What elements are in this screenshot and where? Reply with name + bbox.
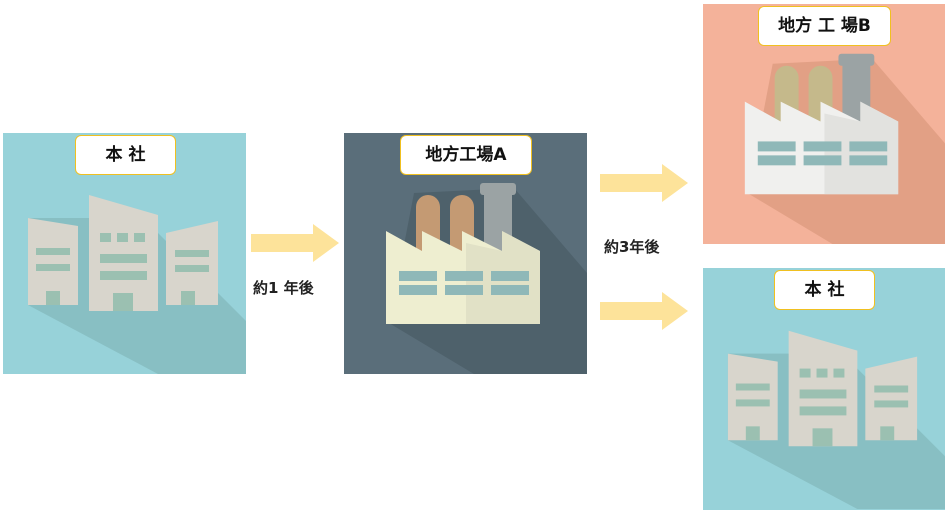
factory-icon [386, 183, 587, 374]
factory-a-label: 地方工場A [400, 135, 532, 175]
right-arrow-icon [600, 292, 688, 330]
office-buildings-icon [28, 195, 246, 374]
factory-icon [744, 53, 945, 244]
caption-after-1-year: 約1 年後 [253, 279, 314, 297]
hq-after-panel: 本 社 [703, 268, 945, 510]
hq-before-label: 本 社 [75, 135, 176, 175]
factory-b-label: 地方 工 場B [758, 6, 891, 46]
factory-b-panel: 地方 工 場B [703, 4, 945, 244]
factory-a-panel: 地方工場A [344, 133, 587, 374]
office-buildings-icon [727, 330, 945, 510]
right-arrow-icon [600, 164, 688, 202]
caption-after-3-years: 約3年後 [604, 238, 660, 256]
right-arrow-icon [251, 224, 339, 262]
hq-before-panel: 本 社 [3, 133, 246, 374]
hq-after-label: 本 社 [774, 270, 875, 310]
